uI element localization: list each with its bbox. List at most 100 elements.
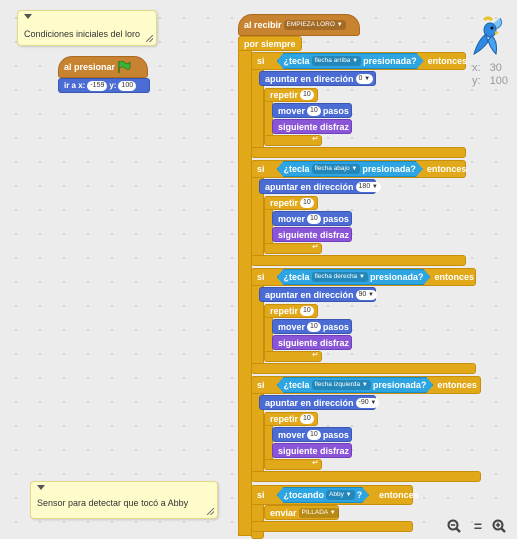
zoom-out-button[interactable]: [447, 519, 461, 533]
repeat-count-input[interactable]: 10: [300, 414, 314, 424]
if-bottom: [251, 147, 466, 158]
dropdown-arrow-icon: ▼: [358, 274, 365, 280]
next-costume-block[interactable]: siguiente disfraz: [272, 227, 352, 242]
sprite-x-readout: x: 30: [472, 62, 502, 74]
resize-handle-icon[interactable]: [207, 508, 214, 515]
key-pressed-suffix: presionada?: [362, 164, 416, 174]
goto-xy-block[interactable]: ir a x: -159 y: 100: [58, 78, 150, 93]
loop-arrow-icon: ↵: [312, 350, 319, 359]
broadcast-label: enviar: [270, 507, 297, 518]
repeat-count-input[interactable]: 10: [300, 198, 314, 208]
forever-header[interactable]: por siempre: [238, 36, 302, 51]
touching-target-value: Abby: [329, 491, 344, 498]
forever-block[interactable]: [238, 36, 252, 536]
repeat-label: repetir: [270, 306, 299, 316]
move-steps-input[interactable]: 10: [307, 213, 321, 224]
dropdown-arrow-icon: ▼: [370, 183, 378, 190]
collapse-triangle-icon[interactable]: [24, 14, 32, 19]
when-receive-block[interactable]: al recibir EMPIEZA LORO ▼: [238, 14, 360, 36]
comment-note-initial-conditions[interactable]: Condiciones iniciales del loro: [17, 10, 157, 46]
if-label: si: [257, 56, 265, 66]
touching-label: ¿tocando: [283, 490, 325, 500]
move-steps-input[interactable]: 10: [307, 429, 321, 440]
repeat-bottom: [264, 351, 322, 362]
dropdown-arrow-icon: ▼: [329, 509, 336, 516]
forever-label: por siempre: [244, 38, 296, 49]
then-label: entonces: [434, 272, 474, 282]
message-dropdown[interactable]: EMPIEZA LORO ▼: [283, 20, 346, 30]
move-label: mover: [278, 105, 306, 116]
broadcast-dropdown[interactable]: PILLADA ▼: [298, 507, 339, 518]
collapse-triangle-icon[interactable]: [37, 485, 45, 490]
key-pressed-suffix: presionada?: [372, 380, 427, 390]
comment-text: Condiciones iniciales del loro: [24, 29, 141, 39]
dropdown-arrow-icon: ▼: [336, 22, 343, 28]
if-touching-block[interactable]: si ¿tocando Abby ▼ ? entonces: [251, 485, 419, 505]
direction-input[interactable]: 180 ▼: [355, 181, 381, 192]
parrot-sprite-icon: [473, 16, 503, 56]
when-flag-clicked-block[interactable]: al presionar: [58, 56, 148, 78]
repeat-count-input[interactable]: 10: [300, 90, 314, 100]
steps-label: pasos: [322, 429, 349, 440]
if-bottom: [251, 471, 481, 482]
key-dropdown[interactable]: flecha arriba ▼: [312, 56, 362, 66]
if-touching-bottom: [251, 521, 413, 532]
zoom-reset-button[interactable]: =: [471, 519, 485, 533]
key-dropdown[interactable]: flecha abajo ▼: [312, 164, 361, 174]
point-direction-block[interactable]: apuntar en dirección-90 ▼: [259, 395, 380, 410]
message-value: EMPIEZA LORO: [286, 21, 335, 28]
next-costume-block[interactable]: siguiente disfraz: [272, 443, 352, 458]
zoom-reset-icon: =: [473, 518, 483, 534]
y-label: y:: [109, 81, 117, 90]
next-costume-label: siguiente disfraz: [278, 229, 350, 240]
repeat-label: repetir: [270, 198, 299, 208]
direction-input[interactable]: 0 ▼: [355, 73, 374, 84]
key-dropdown[interactable]: flecha derecha ▼: [312, 272, 368, 282]
broadcast-block[interactable]: enviar PILLADA ▼: [264, 505, 339, 520]
dropdown-arrow-icon: ▼: [362, 75, 371, 82]
if-label: si: [257, 272, 265, 282]
comment-text: Sensor para detectar que tocó a Abby: [37, 498, 189, 508]
y-input[interactable]: 100: [118, 80, 137, 91]
key-dropdown[interactable]: flecha izquierda ▼: [312, 380, 371, 390]
resize-handle-icon[interactable]: [146, 35, 153, 42]
touching-target-dropdown[interactable]: Abby ▼: [326, 490, 355, 500]
sprite-y-readout: y: 100: [472, 75, 508, 87]
repeat-bottom: [264, 243, 322, 254]
next-costume-block[interactable]: siguiente disfraz: [272, 335, 352, 350]
if-label: si: [257, 490, 265, 500]
point-label: apuntar en dirección: [265, 181, 354, 192]
zoom-in-button[interactable]: [492, 519, 506, 533]
dropdown-arrow-icon: ▼: [345, 492, 352, 498]
comment-note-sensor[interactable]: Sensor para detectar que tocó a Abby: [30, 481, 218, 519]
when-receive-label: al recibir: [244, 20, 282, 30]
repeat-label: repetir: [270, 90, 299, 100]
direction-input[interactable]: -90 ▼: [355, 397, 380, 408]
repeat-count-input[interactable]: 10: [300, 306, 314, 316]
x-input[interactable]: -159: [87, 80, 108, 91]
move-steps-input[interactable]: 10: [307, 105, 321, 116]
next-costume-block[interactable]: siguiente disfraz: [272, 119, 352, 134]
direction-input[interactable]: 90 ▼: [355, 289, 377, 300]
touching-condition[interactable]: ¿tocando Abby ▼ ?: [277, 487, 370, 503]
move-steps-input[interactable]: 10: [307, 321, 321, 332]
